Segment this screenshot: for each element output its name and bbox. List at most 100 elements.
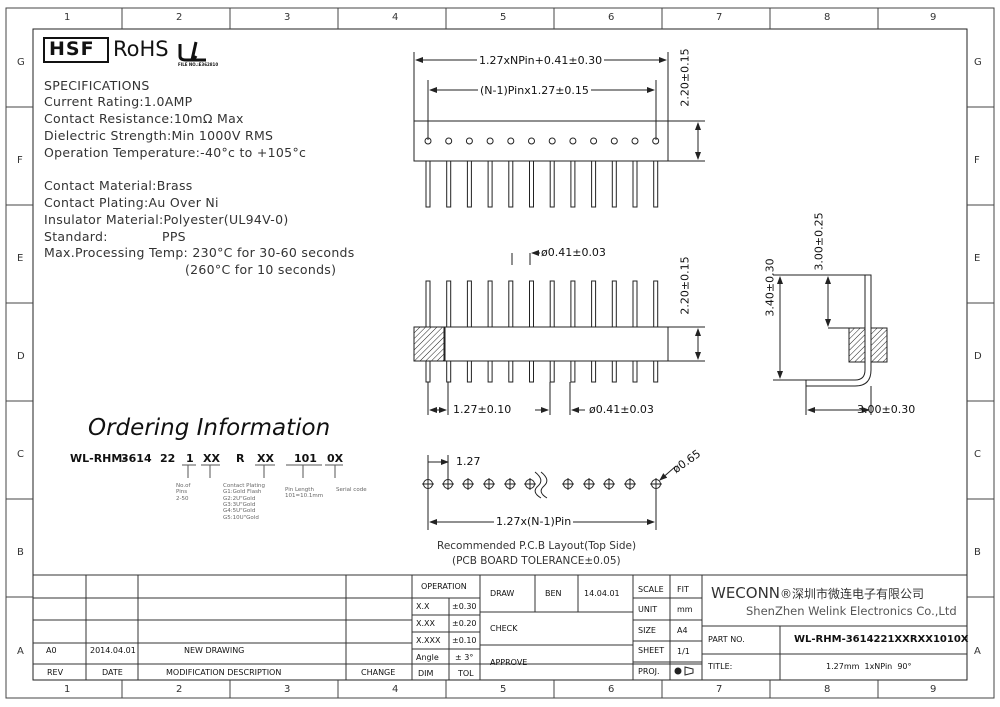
ordering-note-pins: No.of Pins 2-50	[176, 483, 191, 502]
top-view-pin	[446, 160, 452, 208]
top-view-hole	[445, 137, 453, 145]
column-label-bottom: 5	[500, 684, 507, 695]
top-view-pin	[487, 160, 493, 208]
top-view-hole	[548, 137, 556, 145]
drawer-name: BEN	[545, 589, 562, 598]
sheet-label: SHEET	[638, 646, 665, 655]
company-chinese-name: ®深圳市微连电子有限公司	[780, 587, 925, 601]
tolerance-dim-3: X.XXX	[416, 636, 441, 645]
front-view-pin-lower	[570, 360, 576, 383]
front-view-pin-upper	[425, 280, 431, 328]
top-view-hole	[590, 137, 598, 145]
ordering-code-plating: XX	[257, 452, 274, 465]
drawing-title: 1.27mm 1xNPin 90°	[826, 662, 912, 671]
dim-pitch: 1.27±0.10	[453, 403, 512, 416]
top-view-hole	[610, 137, 618, 145]
dim-side-width: 3.00±0.30	[857, 403, 916, 416]
spec-heading: SPECIFICATIONS	[44, 78, 150, 93]
top-view-pin	[591, 160, 597, 208]
spec-insulator: Insulator Material:Polyester(UL94V-0)	[44, 212, 289, 227]
top-view-pins	[425, 160, 659, 208]
tolerance-tol-2: ±0.20	[452, 619, 477, 628]
tolerance-tol-1: ±0.30	[452, 602, 477, 611]
spec-plating: Contact Plating:Au Over Ni	[44, 195, 219, 210]
company-short-name: WECONN	[711, 584, 781, 602]
column-label-bottom: 9	[930, 684, 937, 695]
size-label: SIZE	[638, 626, 656, 635]
top-view-hole	[569, 137, 577, 145]
front-view-pin-upper	[549, 280, 555, 328]
front-view-pin-upper	[653, 280, 659, 328]
size-value: A4	[677, 626, 688, 635]
check-label: CHECK	[490, 624, 518, 633]
ordering-underlines	[182, 464, 343, 478]
header-modification-description: MODIFICATION DESCRIPTION	[166, 668, 282, 677]
ordering-note-plating: Contact Plating G1:Gold Flash G2:2U"Gold…	[223, 483, 266, 521]
front-view-pin-upper	[529, 280, 534, 328]
row-label-left: D	[17, 351, 25, 362]
ordering-code-series: 3614	[121, 452, 152, 465]
dim-pin-dia-top: ø0.41±0.03	[541, 246, 606, 259]
side-view	[773, 274, 888, 415]
dim-pitch-total: (N-1)Pinx1.27±0.15	[478, 84, 591, 97]
front-view-pin-lower	[425, 360, 431, 383]
row-label-right: F	[974, 155, 980, 166]
spec-temperature: Operation Temperature:-40°c to +105°c	[44, 145, 307, 160]
row-label-left: E	[17, 253, 24, 264]
operation-label: OPERATION	[421, 582, 467, 591]
title-label: TITLE:	[708, 662, 733, 671]
header-change: CHANGE	[361, 668, 396, 677]
spec-dielectric: Dielectric Strength:Min 1000V RMS	[44, 128, 274, 143]
front-view-pin-lower	[611, 360, 617, 383]
row-label-left: G	[17, 57, 25, 68]
front-view-pin-lower	[549, 360, 555, 383]
sheet-value: 1/1	[677, 647, 690, 656]
top-view-hole	[486, 137, 494, 145]
top-view-pin	[611, 160, 617, 208]
dim-pin-dia-bottom: ø0.41±0.03	[589, 403, 654, 416]
grid-ticks	[6, 8, 994, 698]
column-label-top: 6	[608, 12, 615, 23]
front-view-pin-lower	[446, 360, 452, 383]
dim-header: DIM	[418, 669, 434, 678]
column-label-top: 9	[930, 12, 937, 23]
ordering-code-orientation: R	[236, 452, 245, 465]
pcb-caption-1: Recommended P.C.B Layout(Top Side)	[437, 540, 637, 552]
front-view-pin-lower	[529, 360, 534, 383]
ordering-code-part-3: 1	[186, 452, 194, 465]
top-view-hole	[424, 137, 432, 145]
row-label-right: B	[974, 547, 981, 558]
top-view-pin	[508, 160, 514, 208]
dim-height-top: 2.20±0.15	[678, 48, 692, 107]
column-label-bottom: 2	[176, 684, 183, 695]
ordering-code-serial: 0X	[327, 452, 344, 465]
ordering-code-length: 101	[294, 452, 317, 465]
approve-label: APPROVE	[490, 658, 528, 667]
front-view-pin-upper	[487, 280, 493, 328]
column-label-top: 3	[284, 12, 291, 23]
top-view-pin	[653, 160, 659, 208]
tolerance-tol-3: ±0.10	[452, 636, 477, 645]
column-label-bottom: 8	[824, 684, 831, 695]
ul-file-number: FILE NO.:E362810	[178, 62, 219, 67]
projection-symbol-icon	[674, 666, 694, 676]
front-view-pin-upper	[508, 280, 514, 328]
revision-description-value: NEW DRAWING	[184, 646, 245, 655]
front-view-pin-lower	[466, 360, 472, 383]
ordering-code-part-2: 22	[160, 452, 176, 465]
revision-value: A0	[46, 646, 57, 655]
dim-overall-length: 1.27xNPin+0.41±0.30	[477, 54, 605, 67]
tolerance-dim-2: X.XX	[416, 619, 435, 628]
front-view	[413, 250, 705, 415]
top-view-pin	[466, 160, 472, 208]
column-label-bottom: 3	[284, 684, 291, 695]
front-view-pins	[425, 280, 659, 383]
pcb-caption-2: (PCB BOARD TOLERANCE±0.05)	[452, 555, 621, 567]
spec-processing-temp-2: (260°C for 10 seconds)	[185, 262, 337, 277]
column-label-bottom: 4	[392, 684, 399, 695]
part-no-label: PART NO.	[708, 635, 745, 644]
front-view-pin-upper	[632, 280, 638, 328]
row-label-left: A	[17, 646, 24, 657]
column-label-top: 2	[176, 12, 183, 23]
spec-standard-value: PPS	[162, 229, 186, 244]
